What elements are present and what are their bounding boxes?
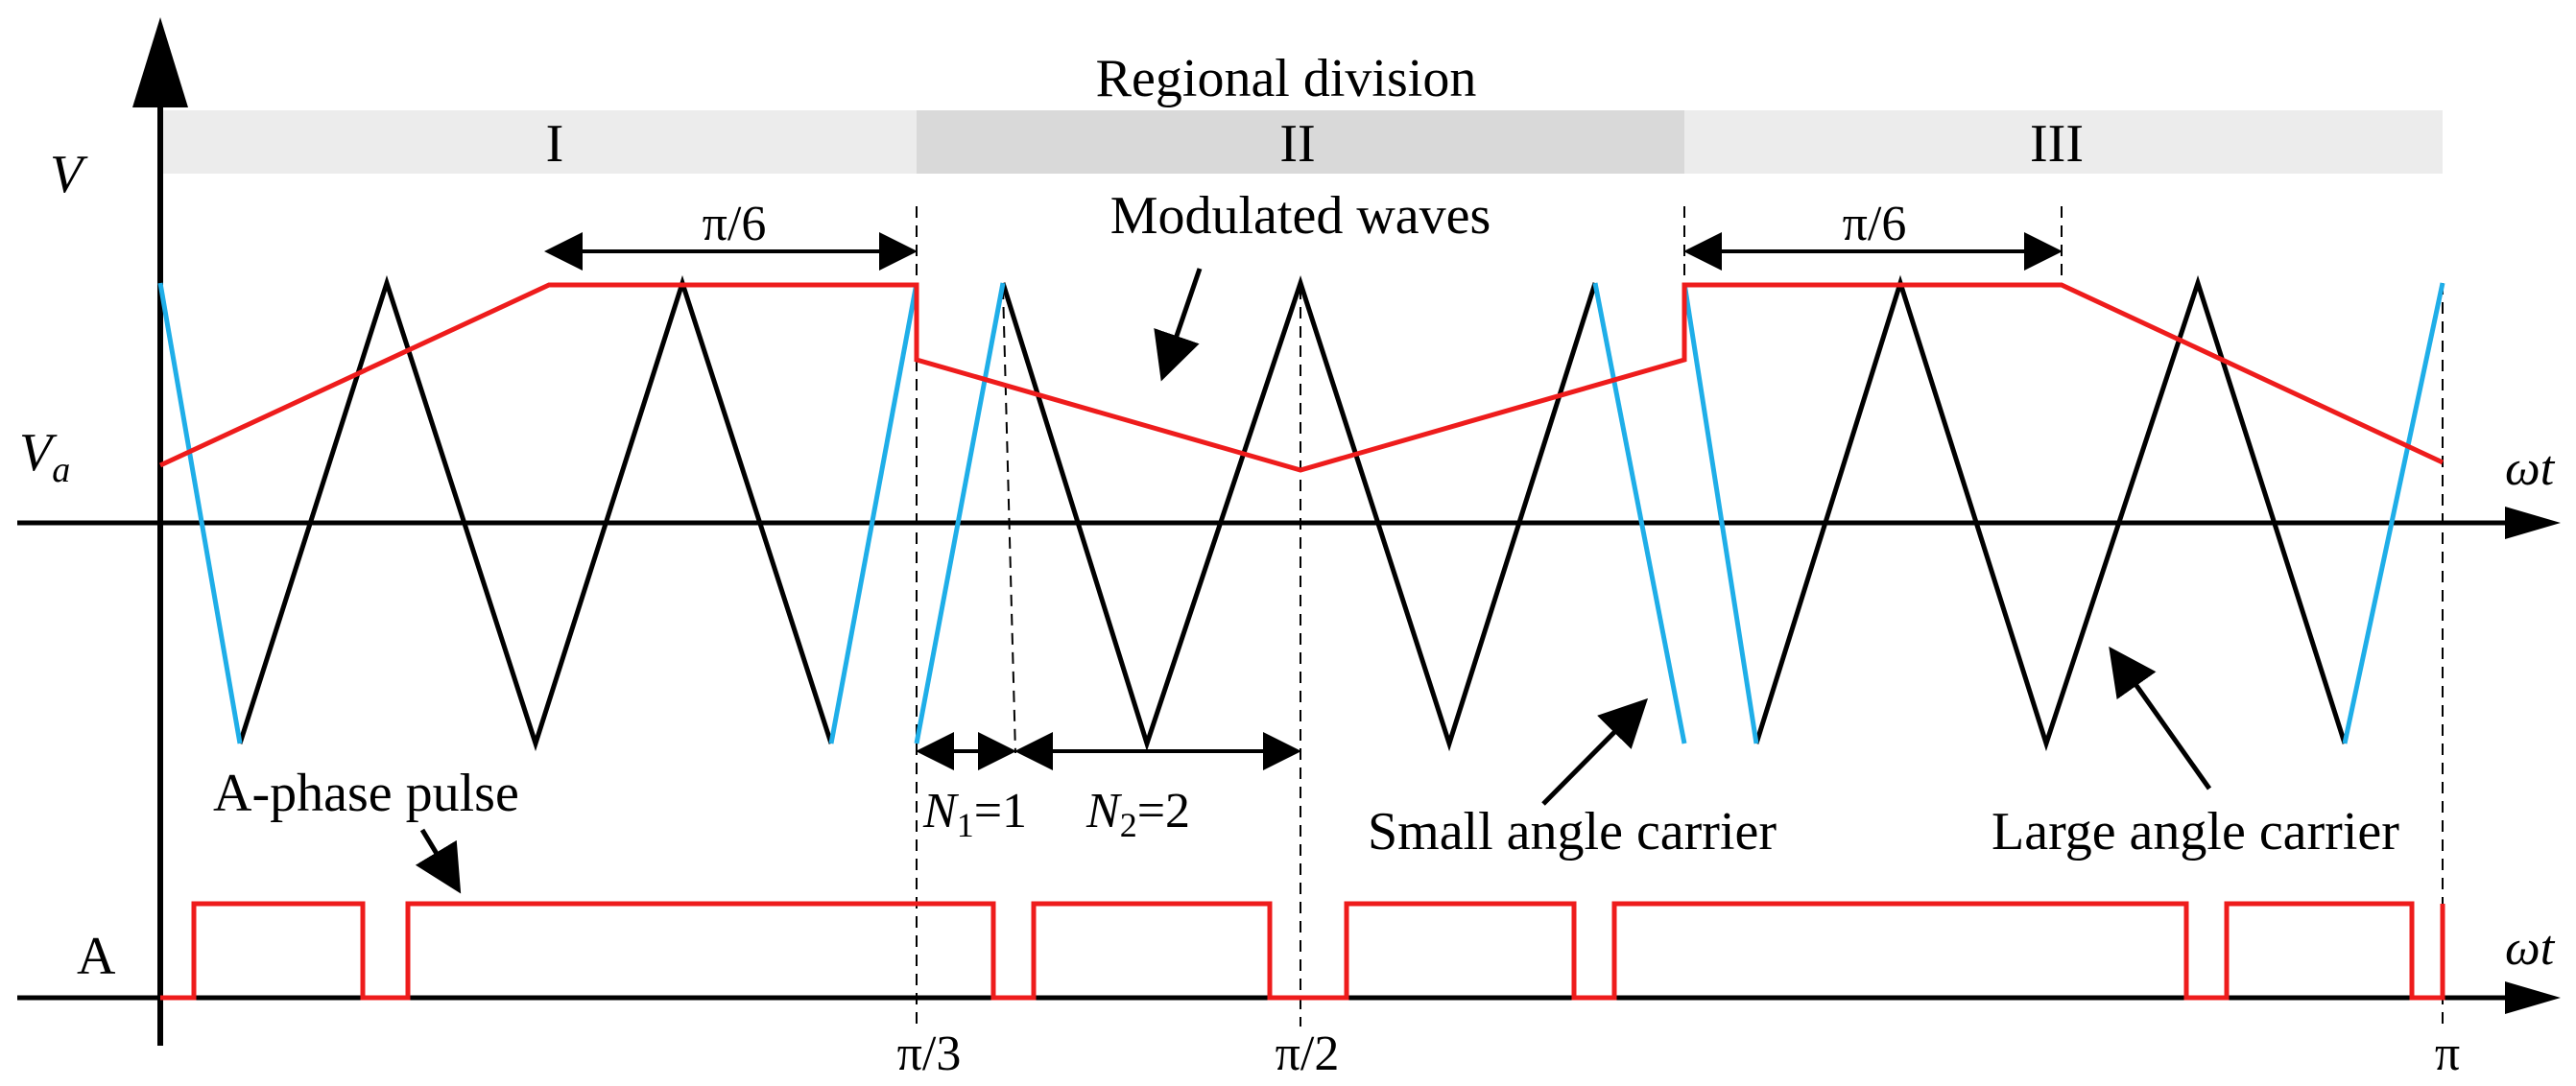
large-angle-carrier-region1 (237, 274, 834, 752)
modulated-waves-label: Modulated waves (1110, 186, 1491, 246)
large-angle-carrier-region2 (1000, 274, 1598, 752)
region-band-1 (163, 110, 917, 174)
region-label-3: III (2030, 114, 2084, 174)
va-label: Va (19, 423, 70, 490)
small-angle-carrier-4 (1592, 282, 1687, 744)
regional-division-title: Regional division (1096, 49, 1477, 108)
large-angle-carrier-region3 (1753, 274, 2348, 752)
n1-label: N1=1 (922, 784, 1027, 844)
region-band-2 (917, 110, 1684, 174)
tick-pi: π (2435, 1027, 2460, 1081)
span-label-right: π/6 (1843, 197, 1907, 251)
large-angle-carrier-pointer (2109, 646, 2212, 791)
x-axis-label: ωt (2505, 441, 2556, 496)
small-angle-carrier-3 (914, 282, 1006, 744)
n2-label: N2=2 (1085, 784, 1190, 844)
small-angle-carrier-pointer (1541, 697, 1649, 806)
region-label-2: II (1279, 114, 1315, 174)
small-angle-carrier-2 (828, 282, 919, 744)
x-axis-carrier-arrowhead (2505, 507, 2561, 539)
a-phase-pulse (160, 901, 2445, 1001)
a-phase-pulse-label: A-phase pulse (213, 764, 519, 823)
y-axis-arrowhead (132, 17, 188, 107)
small-angle-carrier-label: Small angle carrier (1368, 802, 1777, 862)
modulated-wave (158, 282, 2445, 473)
x-axis-pulse-arrowhead (2505, 981, 2561, 1014)
region-label-1: I (546, 114, 564, 174)
tick-pi-2: π/2 (1276, 1027, 1340, 1081)
small-angle-carrier-1 (157, 282, 243, 744)
small-angle-carrier-6 (2342, 282, 2445, 744)
y-axis-label: V (50, 145, 88, 204)
guide-n1-left (1002, 287, 1016, 754)
small-angle-carrier-5 (1682, 282, 1759, 744)
large-angle-carrier-label: Large angle carrier (1992, 802, 2399, 862)
pulse-row-label: A (77, 927, 116, 986)
a-phase-pulse-pointer (415, 828, 462, 894)
pulse-axis-label: ωt (2505, 921, 2556, 976)
tick-pi-3: π/3 (897, 1027, 962, 1081)
span-label-left: π/6 (703, 197, 767, 251)
region-band-3 (1684, 110, 2443, 174)
modulated-waves-pointer (1154, 268, 1203, 382)
